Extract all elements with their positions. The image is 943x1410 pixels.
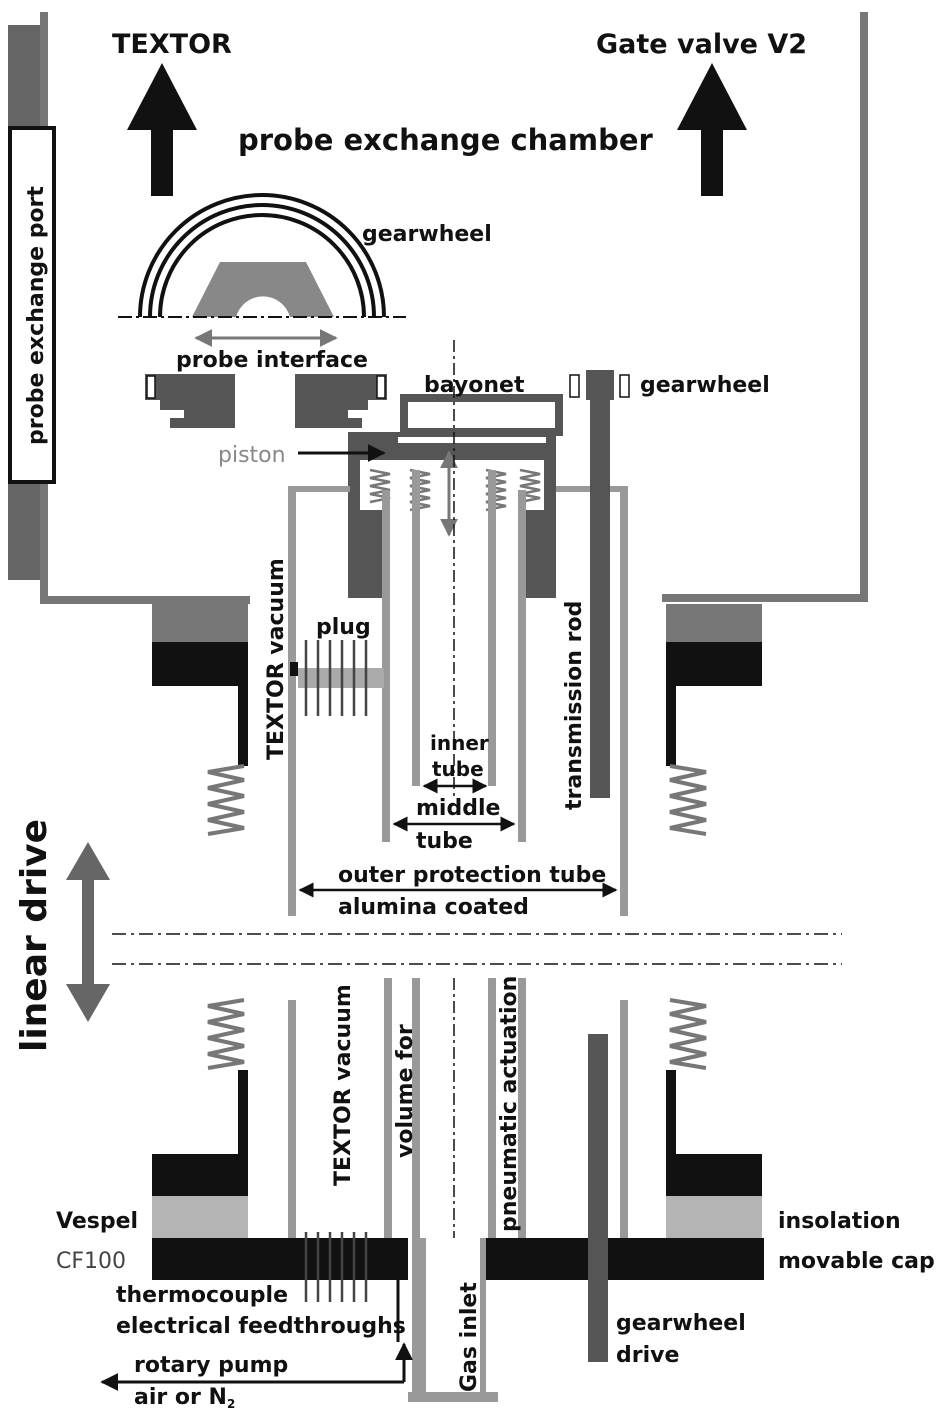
- textor-vacuum-top-label: TEXTOR vacuum: [264, 558, 289, 760]
- rotary-pump-line: [100, 1240, 413, 1391]
- lower-flange-right: [666, 1070, 762, 1238]
- bayonet: [400, 394, 563, 436]
- gearwheel-top-label: gearwheel: [362, 222, 492, 247]
- outer-tube-label: outer protection tube: [338, 863, 606, 888]
- linear-drive-label: linear drive: [14, 819, 55, 1052]
- cf100-label: CF100: [56, 1249, 126, 1274]
- inner-tube-label-2: tube: [432, 757, 484, 781]
- upper-bellows: [207, 764, 707, 836]
- lower-flange-left: [152, 1070, 248, 1238]
- upper-flange-left: [152, 604, 248, 766]
- transmission-rod-label: transmission rod: [562, 601, 587, 810]
- probe-interface-part: [145, 374, 387, 428]
- linear-drive-arrow: [66, 842, 110, 1022]
- gas-inlet-tube: [408, 1238, 498, 1402]
- vespel-label: Vespel: [56, 1209, 138, 1234]
- gearwheel-rod: [569, 370, 630, 798]
- thermocouple-label: thermocouple: [116, 1283, 288, 1308]
- textor-vacuum-bottom-label: TEXTOR vacuum: [331, 984, 356, 1186]
- top-gearwheel: [118, 193, 406, 318]
- gas-inlet-label: Gas inlet: [457, 1282, 482, 1392]
- gearwheel-drive-label-2: drive: [616, 1343, 679, 1368]
- movable-cap-label: movable cap: [778, 1249, 935, 1274]
- feedthroughs-label: electrical feedthroughs: [116, 1314, 406, 1339]
- head-bellows: [369, 468, 541, 512]
- break-lines: [112, 933, 842, 965]
- volume-for-label: volume for: [393, 1024, 418, 1158]
- thermocouple-feedthroughs: [304, 1232, 368, 1302]
- middle-tube-label-1: middle: [416, 796, 500, 821]
- inner-tube-label-1: inner: [430, 731, 489, 755]
- inner-tube: [412, 470, 496, 786]
- middle-tube: [382, 490, 526, 842]
- gate-valve-arrow: [677, 63, 747, 196]
- plug-label: plug: [316, 615, 371, 640]
- piston-label: piston: [218, 443, 286, 468]
- movable-cap: [152, 1238, 764, 1280]
- n2-subscript: 2: [227, 1397, 235, 1410]
- textor-arrow: [127, 63, 197, 196]
- bayonet-label: bayonet: [424, 373, 525, 398]
- gearwheel-drive-label-1: gearwheel: [616, 1311, 746, 1336]
- air-n2-label: air or N2: [134, 1385, 235, 1410]
- gearwheel-drive-rod: [588, 1034, 608, 1362]
- upper-flange-right: [666, 604, 762, 766]
- middle-tube-label-2: tube: [416, 829, 473, 854]
- lower-tubes: [288, 978, 628, 1398]
- insolation-label: insolation: [778, 1209, 901, 1234]
- lower-bellows: [207, 998, 707, 1070]
- chamber-label: probe exchange chamber: [238, 123, 654, 157]
- probe-exchange-port-label: probe exchange port: [24, 186, 49, 445]
- probe-exchange-port: probe exchange port: [8, 126, 56, 484]
- alumina-coated-label: alumina coated: [338, 895, 529, 920]
- air-n2-text: air or N: [134, 1385, 227, 1410]
- gearwheel-right-label: gearwheel: [640, 373, 770, 398]
- rotary-pump-label: rotary pump: [134, 1353, 288, 1378]
- plug: [290, 640, 384, 716]
- chamber-wall: [8, 12, 868, 604]
- probe-interface-label: probe interface: [176, 348, 368, 373]
- pneumatic-actuation-label: pneumatic actuation: [497, 976, 522, 1232]
- textor-label: TEXTOR: [112, 29, 232, 60]
- gate-valve-label: Gate valve V2: [596, 29, 807, 60]
